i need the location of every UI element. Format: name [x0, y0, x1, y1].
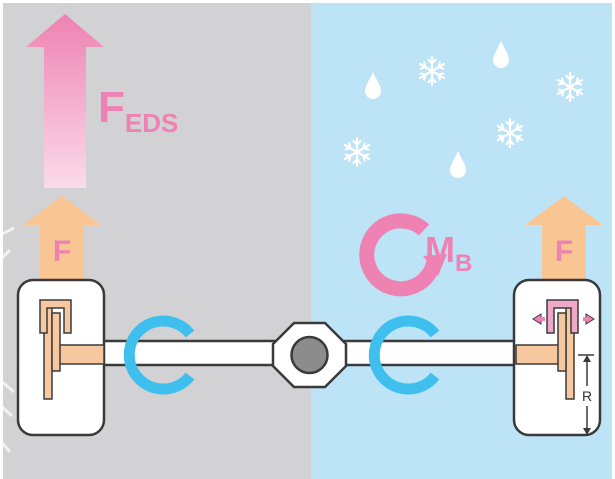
moment-arrow-icon	[359, 213, 447, 297]
radius-label-bg	[576, 386, 598, 406]
right-border	[612, 0, 615, 479]
brake-caliper-icon	[532, 299, 595, 334]
left-hub-assembly	[39, 299, 105, 400]
right-force-arrow	[525, 196, 603, 283]
right-force-label: F	[555, 235, 573, 268]
differential-hub	[290, 335, 329, 375]
eds-force-arrow	[26, 14, 104, 188]
right-axle-shaft	[323, 339, 532, 367]
left-force-label: F	[53, 235, 71, 268]
eds-force-label: FEDS	[98, 83, 178, 138]
left-force-arrow	[23, 196, 101, 283]
rotation-arrow-icon	[368, 315, 440, 395]
radius-label: R	[582, 388, 592, 404]
rotation-arrow-icon	[123, 315, 195, 395]
top-border	[0, 0, 615, 3]
left-border	[0, 0, 3, 479]
ground-marks	[0, 226, 15, 453]
right-hub-assembly	[515, 306, 575, 400]
moment-label: MB	[425, 229, 472, 277]
